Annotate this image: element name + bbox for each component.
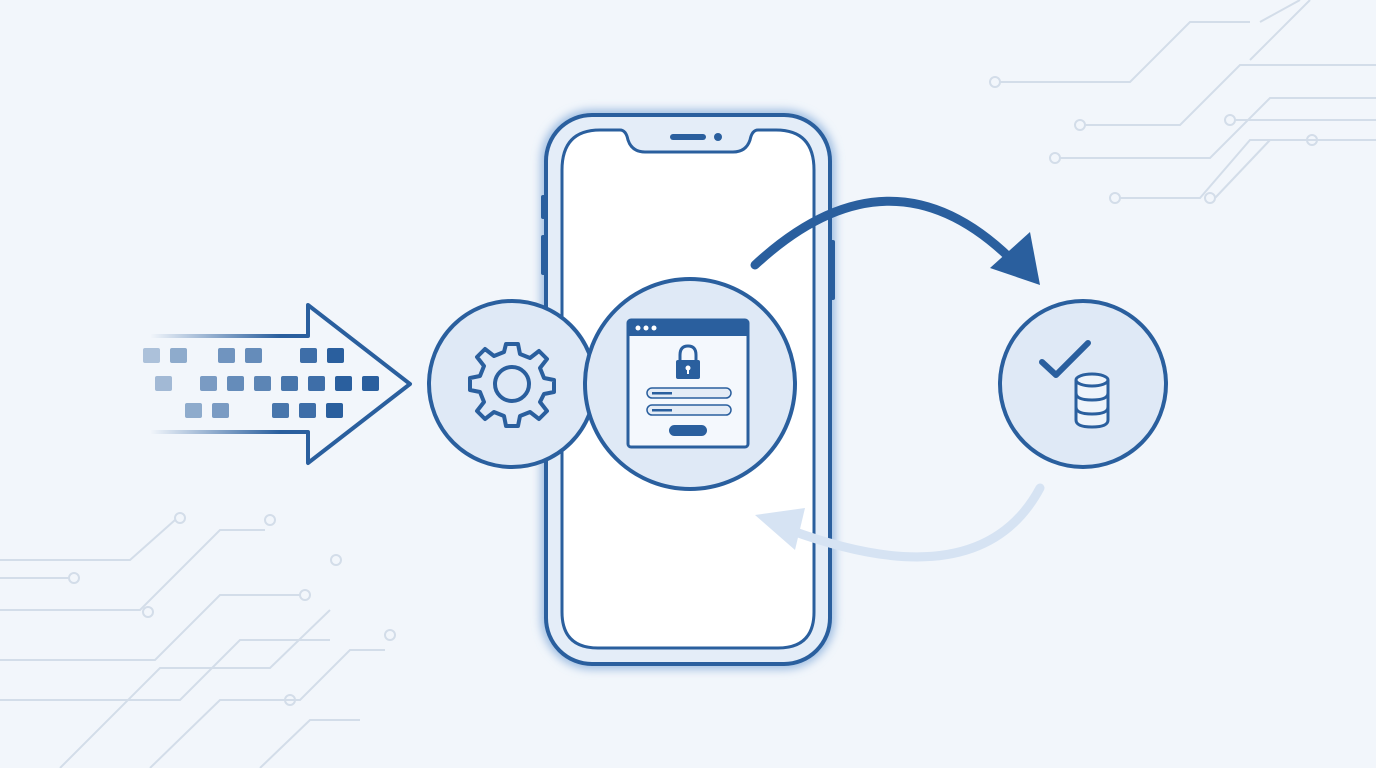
gear-icon xyxy=(427,299,597,469)
database-icon xyxy=(1074,372,1110,429)
database-check-icon xyxy=(998,299,1168,469)
sync-arrow-bottom xyxy=(755,483,1045,562)
circuit-lines-bottom-left xyxy=(0,512,396,768)
circuit-lines-top-right xyxy=(989,0,1376,204)
padlock-icon xyxy=(676,344,700,379)
login-window-icon xyxy=(583,277,797,491)
sync-arrow-top xyxy=(750,196,1040,285)
data-arrow-icon xyxy=(143,303,412,465)
checkmark-icon xyxy=(1039,340,1091,378)
